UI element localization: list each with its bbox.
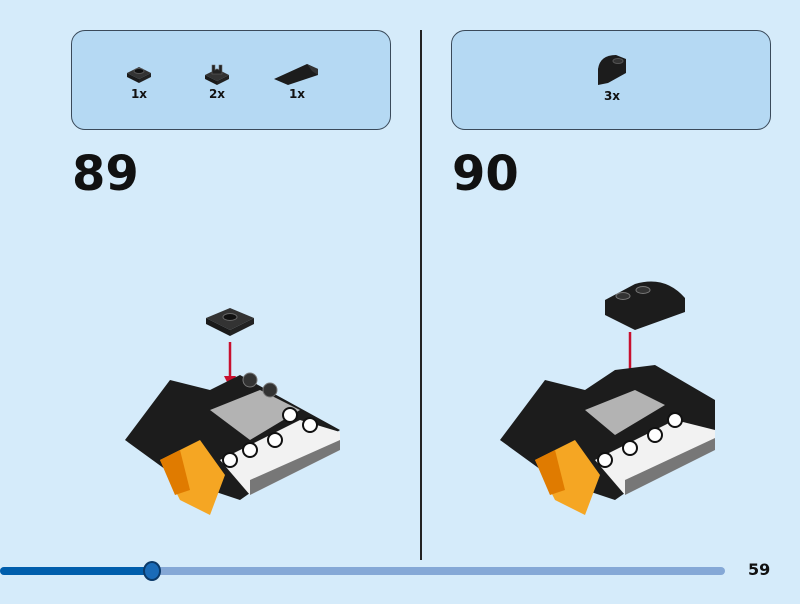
progress-fill [0, 567, 153, 575]
part-slope: 1x [267, 61, 327, 101]
step-divider [420, 30, 422, 560]
curved-slope-icon [598, 55, 626, 85]
step-number: 89 [72, 146, 139, 202]
parts-callout-step-90: 3x [451, 30, 771, 130]
slope-icon [274, 64, 318, 85]
part-quantity: 1x [288, 87, 306, 101]
plate-1x1-icon [127, 67, 151, 83]
part-quantity: 1x [130, 87, 148, 101]
step-89-model-illustration [125, 308, 340, 515]
progress-bar[interactable] [0, 561, 725, 581]
page-number: 59 [748, 560, 771, 579]
clip-plate-icon [205, 64, 229, 85]
part-quantity: 2x [208, 87, 226, 101]
part-curved-slope: 3x [582, 51, 642, 103]
part-clip: 2x [187, 61, 247, 101]
parts-callout-step-89: 1x 2x 1x [71, 30, 391, 130]
progress-handle[interactable] [143, 561, 162, 581]
step-90-model-illustration [500, 281, 715, 515]
step-number: 90 [452, 146, 519, 202]
part-plate: 1x [109, 61, 169, 101]
part-quantity: 3x [603, 89, 621, 103]
